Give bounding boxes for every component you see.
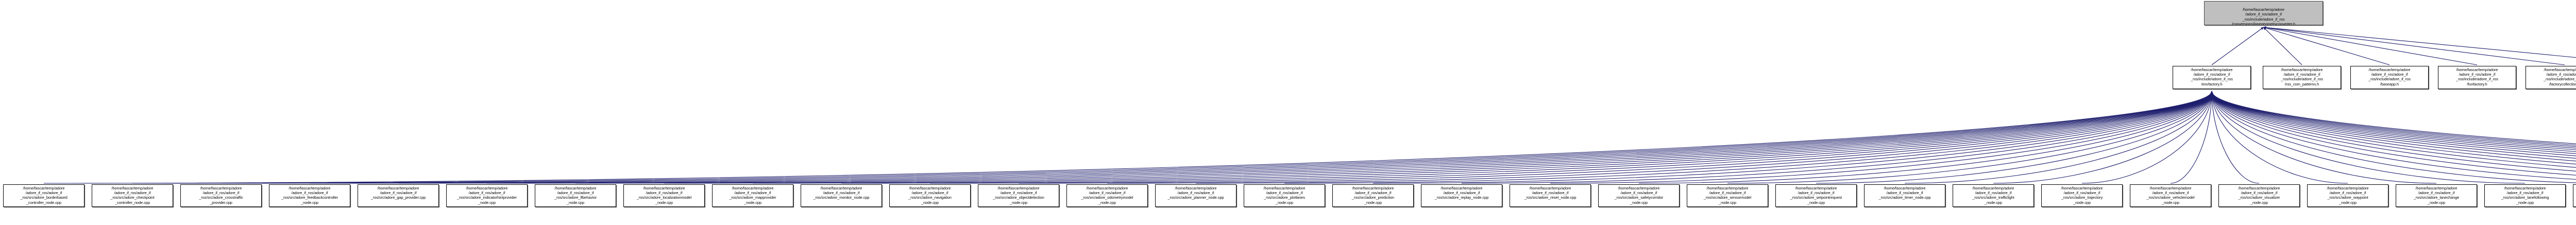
node-label: /home/fascar/temp/adore /adore_if_ros/ad… — [110, 186, 155, 205]
node-label: /home/fascar/temp/adore /adore_if_ros/ad… — [1081, 186, 1133, 205]
graph-node-leaf-12[interactable]: /home/fascar/temp/adore /adore_if_ros/ad… — [1066, 184, 1148, 207]
node-label: /home/fascar/temp/adore /adore_if_ros/ad… — [2368, 67, 2411, 86]
node-label: /home/fascar/temp/adore /adore_if_ros/ad… — [1703, 186, 1752, 205]
graph-node-leaf-24[interactable]: /home/fascar/temp/adore /adore_if_ros/ad… — [2130, 184, 2211, 207]
graph-node-leaf-4[interactable]: /home/fascar/temp/adore /adore_if_ros/ad… — [358, 184, 439, 207]
node-label: /home/fascar/temp/adore /adore_if_ros/ad… — [199, 186, 243, 205]
node-label: /home/fascar/temp/adore /adore_if_ros/ad… — [456, 186, 517, 205]
node-label: /home/fascar/temp/adore /adore_if_ros/ad… — [2501, 186, 2549, 205]
graph-node-level2-0[interactable]: /home/fascar/temp/adore /adore_if_ros/ad… — [2263, 66, 2341, 89]
graph-node-leaf-1[interactable]: /home/fascar/temp/adore /adore_if_ros/ad… — [92, 184, 173, 207]
node-label: /home/fascar/temp/adore /adore_if_ros/ad… — [1263, 186, 1306, 205]
graph-node-leaf-22[interactable]: /home/fascar/temp/adore /adore_if_ros/ad… — [1953, 184, 2034, 207]
graph-node-leaf-8[interactable]: /home/fascar/temp/adore /adore_if_ros/ad… — [712, 184, 793, 207]
node-label: /home/fascar/temp/adore /adore_if_ros/ad… — [2327, 186, 2369, 205]
graph-node-leaf-11[interactable]: /home/fascar/temp/adore /adore_if_ros/ad… — [978, 184, 1059, 207]
node-label: /home/fascar/temp/adore /adore_if_ros/ad… — [1524, 186, 1577, 200]
graph-node-leaf-26[interactable]: /home/fascar/temp/adore /adore_if_ros/ad… — [2307, 184, 2388, 207]
node-label: /home/fascar/temp/adore /adore_if_ros/ad… — [2238, 186, 2280, 205]
node-label: /home/fascar/temp/adore /adore_if_ros/ad… — [370, 186, 426, 200]
node-label: /home/fascar/temp/adore /adore_if_ros/ad… — [2231, 7, 2296, 25]
node-label: /home/fascar/temp/adore /adore_if_ros/ad… — [20, 186, 67, 205]
node-label: /home/fascar/temp/adore /adore_if_ros/ad… — [1972, 186, 2014, 205]
graph-node-leaf-25[interactable]: /home/fascar/temp/adore /adore_if_ros/ad… — [2218, 184, 2300, 207]
node-label: /home/fascar/temp/adore /adore_if_ros/ad… — [2191, 67, 2233, 86]
graph-node-leaf-17[interactable]: /home/fascar/temp/adore /adore_if_ros/ad… — [1510, 184, 1591, 207]
graph-node-level2-3[interactable]: /home/fascar/temp/adore /adore_if_ros/ad… — [2526, 66, 2576, 89]
node-label: /home/fascar/temp/adore /adore_if_ros/ad… — [636, 186, 692, 205]
node-label: /home/fascar/temp/adore /adore_if_ros/ad… — [2544, 67, 2576, 86]
graph-node-leaf-9[interactable]: /home/fascar/temp/adore /adore_if_ros/ad… — [801, 184, 882, 207]
graph-node-leaf-28[interactable]: /home/fascar/temp/adore /adore_if_ros/ad… — [2484, 184, 2566, 207]
node-label: /home/fascar/temp/adore /adore_if_ros/ad… — [1434, 186, 1489, 200]
node-label: /home/fascar/temp/adore /adore_if_ros/ad… — [554, 186, 597, 205]
node-label: /home/fascar/temp/adore /adore_if_ros/ad… — [2061, 186, 2103, 205]
graph-node-leaf-15[interactable]: /home/fascar/temp/adore /adore_if_ros/ad… — [1332, 184, 1414, 207]
graph-node-leaf-13[interactable]: /home/fascar/temp/adore /adore_if_ros/ad… — [1155, 184, 1236, 207]
graph-node-root[interactable]: /home/fascar/temp/adore /adore_if_ros/ad… — [2204, 1, 2323, 25]
node-label: /home/fascar/temp/adore /adore_if_ros/ad… — [813, 186, 870, 200]
node-label: /home/fascar/temp/adore /adore_if_ros/ad… — [993, 186, 1044, 205]
graph-node-leaf-10[interactable]: /home/fascar/temp/adore /adore_if_ros/ad… — [889, 184, 971, 207]
graph-node-level2-2[interactable]: /home/fascar/temp/adore /adore_if_ros/ad… — [2438, 66, 2516, 89]
node-label: /home/fascar/temp/adore /adore_if_ros/ad… — [908, 186, 952, 205]
node-label: /home/fascar/temp/adore /adore_if_ros/ad… — [1614, 186, 1664, 205]
node-label: /home/fascar/temp/adore /adore_if_ros/ad… — [1790, 186, 1842, 205]
graph-node-leaf-18[interactable]: /home/fascar/temp/adore /adore_if_ros/ad… — [1598, 184, 1680, 207]
graph-node-leaf-5[interactable]: /home/fascar/temp/adore /adore_if_ros/ad… — [446, 184, 528, 207]
graph-node-leaf-6[interactable]: /home/fascar/temp/adore /adore_if_ros/ad… — [535, 184, 616, 207]
node-label: /home/fascar/temp/adore /adore_if_ros/ad… — [1351, 186, 1395, 205]
graph-node-leaf-14[interactable]: /home/fascar/temp/adore /adore_if_ros/ad… — [1244, 184, 1325, 207]
graph-node-level2-1[interactable]: /home/fascar/temp/adore /adore_if_ros/ad… — [2350, 66, 2429, 89]
node-label: /home/fascar/temp/adore /adore_if_ros/ad… — [281, 186, 338, 205]
graph-node-leaf-16[interactable]: /home/fascar/temp/adore /adore_if_ros/ad… — [1421, 184, 1502, 207]
graph-node-leaf-21[interactable]: /home/fascar/temp/adore /adore_if_ros/ad… — [1864, 184, 1945, 207]
node-label: /home/fascar/temp/adore /adore_if_ros/ad… — [1167, 186, 1224, 200]
graph-node-leaf-7[interactable]: /home/fascar/temp/adore /adore_if_ros/ad… — [623, 184, 705, 207]
graph-node-leaf-29[interactable]: /home/fascar/temp/adore /adore_if_ros/ad… — [2573, 184, 2576, 207]
graph-node-level1-0[interactable]: /home/fascar/temp/adore /adore_if_ros/ad… — [2173, 66, 2251, 89]
node-label: /home/fascar/temp/adore /adore_if_ros/ad… — [2413, 186, 2460, 205]
graph-node-leaf-27[interactable]: /home/fascar/temp/adore /adore_if_ros/ad… — [2396, 184, 2477, 207]
node-label: /home/fascar/temp/adore /adore_if_ros/ad… — [2146, 186, 2195, 205]
graph-node-leaf-23[interactable]: /home/fascar/temp/adore /adore_if_ros/ad… — [2041, 184, 2123, 207]
node-label: /home/fascar/temp/adore /adore_if_ros/ad… — [2281, 67, 2323, 86]
node-label: /home/fascar/temp/adore /adore_if_ros/ad… — [729, 186, 776, 205]
node-label: /home/fascar/temp/adore /adore_if_ros/ad… — [2456, 67, 2498, 86]
graph-node-leaf-20[interactable]: /home/fascar/temp/adore /adore_if_ros/ad… — [1775, 184, 1857, 207]
graph-node-leaf-19[interactable]: /home/fascar/temp/adore /adore_if_ros/ad… — [1687, 184, 1768, 207]
graph-node-leaf-3[interactable]: /home/fascar/temp/adore /adore_if_ros/ad… — [269, 184, 350, 207]
node-label: /home/fascar/temp/adore /adore_if_ros/ad… — [1878, 186, 1931, 200]
graph-node-leaf-0[interactable]: /home/fascar/temp/adore /adore_if_ros/ad… — [3, 184, 84, 207]
graph-node-leaf-2[interactable]: /home/fascar/temp/adore /adore_if_ros/ad… — [180, 184, 262, 207]
